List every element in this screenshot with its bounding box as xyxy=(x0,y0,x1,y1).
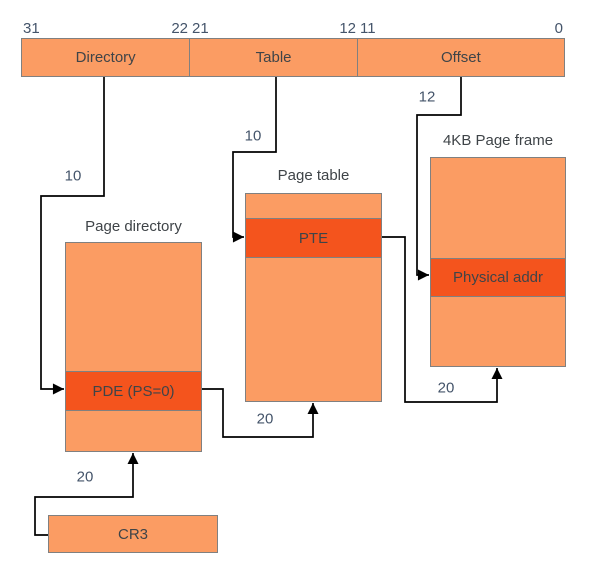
bit-range-directory: 31 22 xyxy=(21,18,190,36)
bit-label-0: 0 xyxy=(554,20,563,37)
edge-label-pde-bits: 20 xyxy=(256,410,274,428)
bit-range-table: 21 12 xyxy=(190,18,358,36)
virtual-address-box: Directory Table Offset xyxy=(21,38,565,77)
pde-entry: PDE (PS=0) xyxy=(66,371,201,411)
bit-label-22: 22 xyxy=(171,20,188,37)
page-frame-title: 4KB Page frame xyxy=(442,132,554,149)
edge-label-directory-bits: 10 xyxy=(64,167,82,185)
bit-range-offset: 11 0 xyxy=(358,18,565,36)
pte-entry: PTE xyxy=(246,218,381,258)
page-frame-lower-region xyxy=(431,297,565,366)
cr3-register-box: CR3 xyxy=(48,515,218,553)
bit-label-31: 31 xyxy=(23,20,40,37)
page-directory-box: PDE (PS=0) xyxy=(65,242,202,452)
address-field-directory: Directory xyxy=(22,39,191,76)
page-frame-box: Physical addr xyxy=(430,157,566,367)
bit-label-12: 12 xyxy=(339,20,356,37)
physical-addr-entry: Physical addr xyxy=(431,258,565,297)
page-frame-upper-region xyxy=(431,158,565,258)
bit-label-11: 11 xyxy=(360,20,376,37)
page-directory-upper-entries xyxy=(66,243,201,371)
page-table-title: Page table xyxy=(277,167,350,184)
edge-label-table-bits: 10 xyxy=(244,127,262,145)
bit-label-21: 21 xyxy=(192,20,209,37)
address-field-table: Table xyxy=(190,39,358,76)
edge-label-cr3-bits: 20 xyxy=(76,468,94,486)
edge-label-offset-bits: 12 xyxy=(418,88,436,106)
page-table-lower-entries xyxy=(246,258,381,401)
address-field-offset: Offset xyxy=(441,49,481,66)
page-directory-title: Page directory xyxy=(85,218,182,235)
edge-label-pte-bits: 20 xyxy=(437,379,455,397)
page-table-upper-entries xyxy=(246,194,381,218)
page-directory-lower-entries xyxy=(66,411,201,451)
page-table-box: PTE xyxy=(245,193,382,402)
